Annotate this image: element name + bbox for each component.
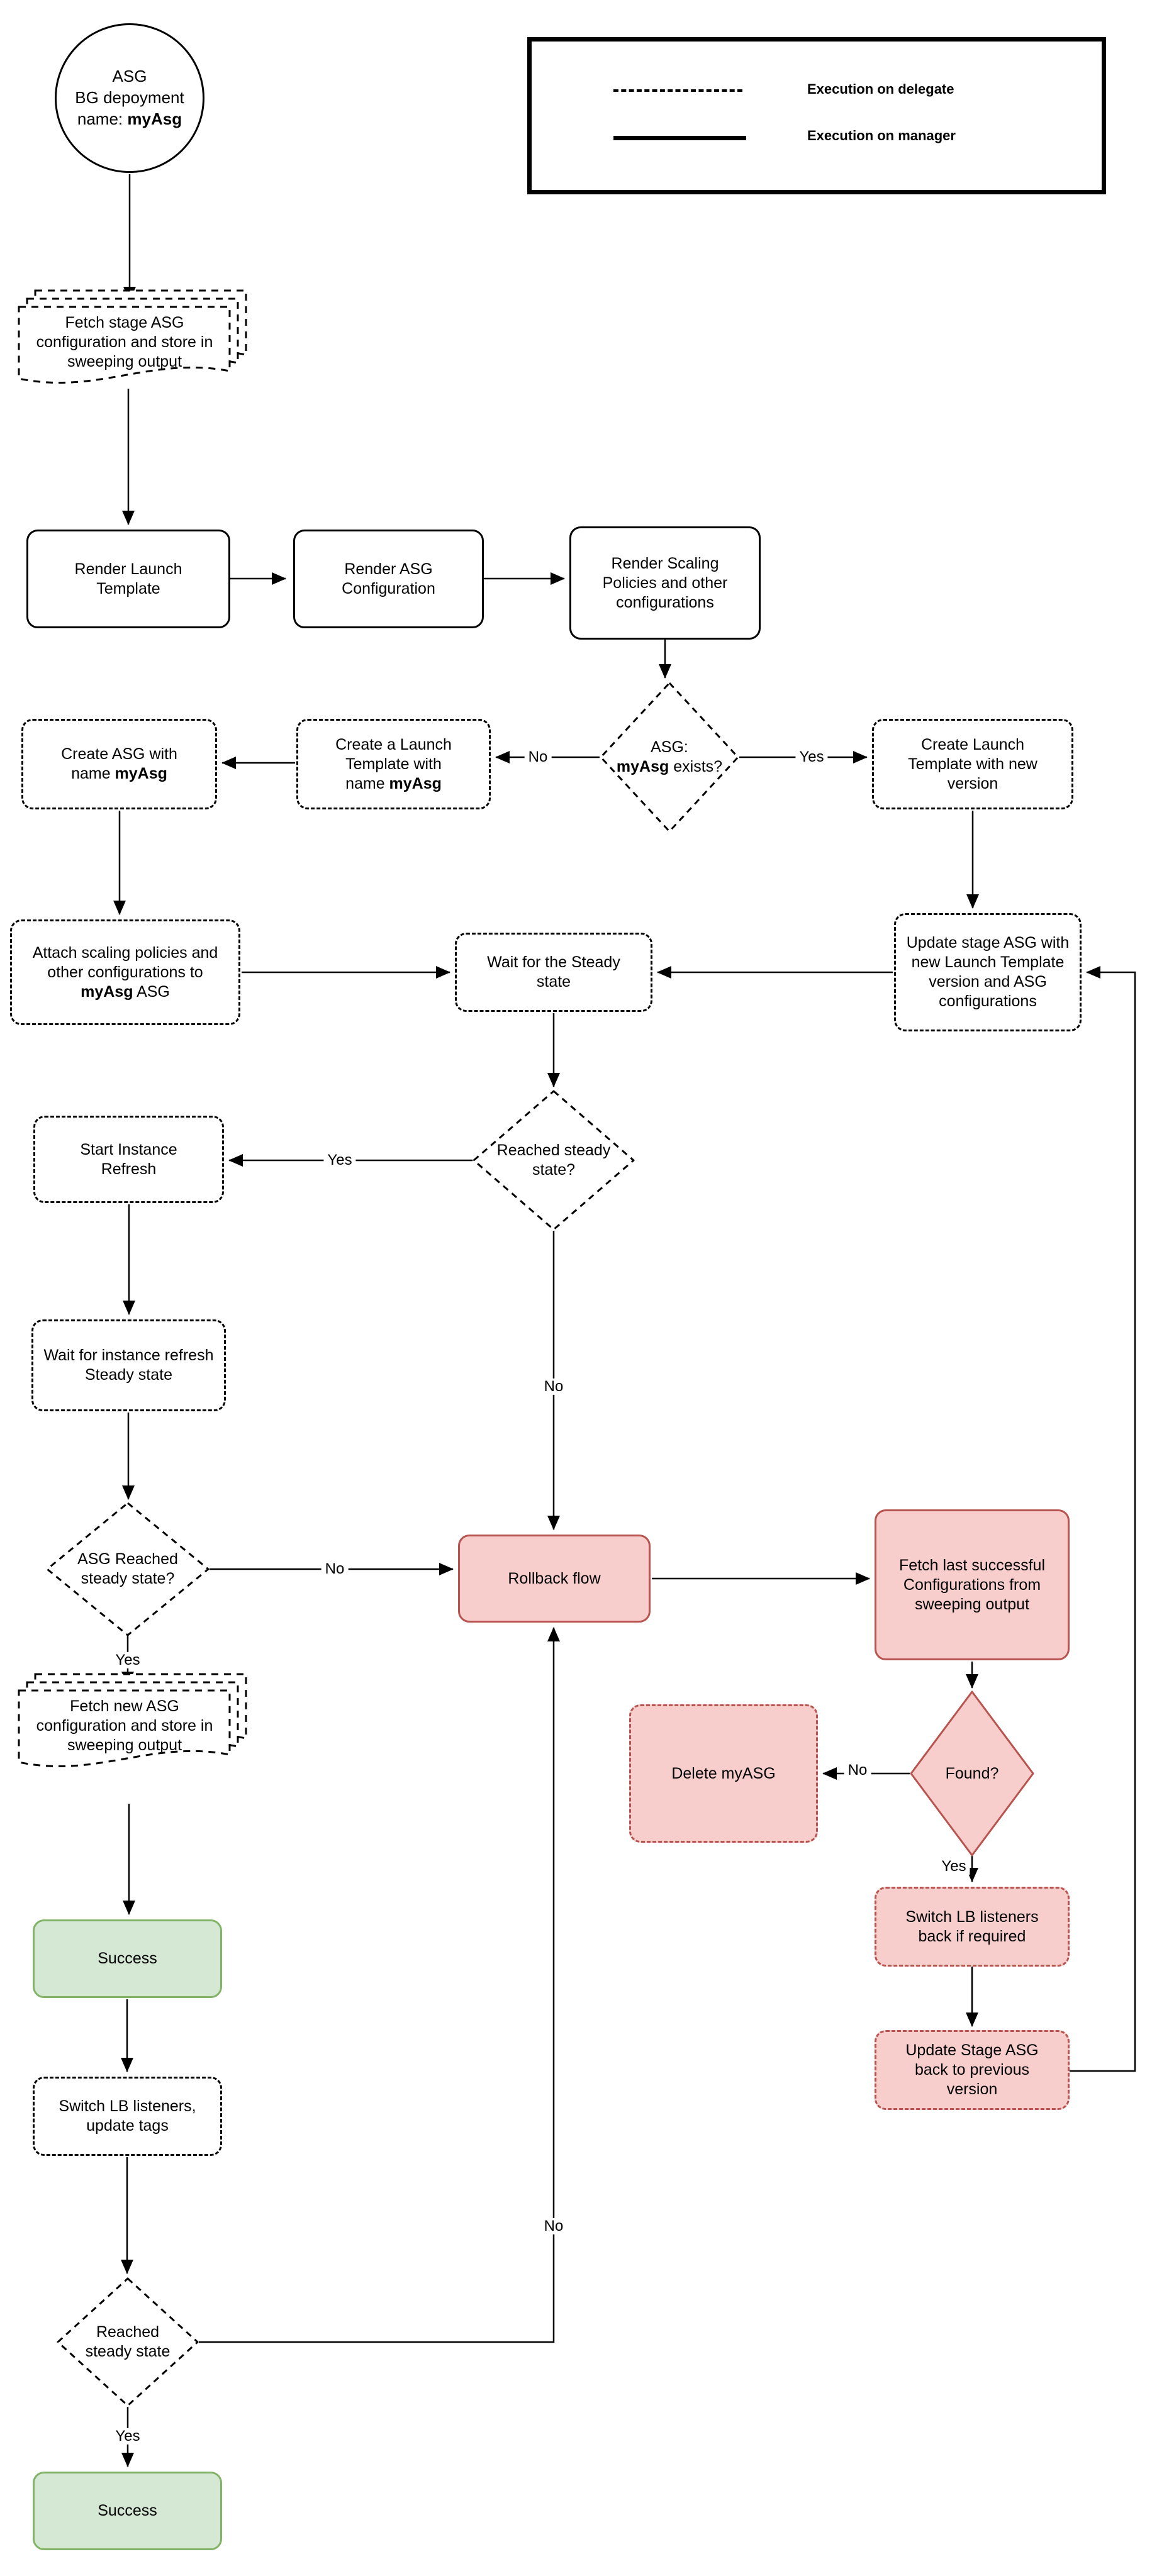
decision-reached-steady-label: Reached steady state? (496, 1141, 611, 1179)
decision-asg-exists-shape (600, 682, 739, 833)
node-update-stage-asg: Update stage ASG with new Launch Templat… (894, 913, 1082, 1031)
label-asg-reached-yes: Yes (111, 1652, 144, 1669)
node-fetch-new-config: Fetch new ASG configuration and store in… (36, 1697, 213, 1754)
decision-final-steady-shape (57, 2277, 199, 2407)
decision-asg-exists-label: ASG: myAsg exists? (616, 738, 723, 775)
decision-asg-reached-steady-shape (46, 1502, 210, 1636)
fetch-new-doc (18, 1689, 231, 1767)
node-switch-lb-listeners-back: Switch LB listeners back if required (875, 1887, 1070, 1967)
node-success-final: Success (33, 2472, 222, 2550)
node-wait-instance-refresh: Wait for instance refresh Steady state (31, 1319, 226, 1411)
solid-line-sample (613, 136, 746, 140)
decision-reached-steady-shape (473, 1090, 635, 1231)
node-fetch-stage-config: Fetch stage ASG configuration and store … (36, 313, 213, 370)
label-found-no: No (844, 1762, 871, 1779)
node-fetch-last-successful-config: Fetch last successful Configurations fro… (875, 1509, 1070, 1660)
node-attach-scaling-policies: Attach scaling policies and other config… (10, 919, 240, 1025)
decision-asg-reached-steady-label: ASG Reached steady state? (77, 1550, 178, 1587)
label-reached-yes: Yes (323, 1152, 356, 1169)
node-render-asg-configuration: Render ASG Configuration (293, 530, 484, 628)
node-render-scaling-policies: Render Scaling Policies and other config… (569, 526, 761, 640)
label-final-no: No (540, 2218, 568, 2235)
node-switch-lb-listeners-update-tags: Switch LB listeners, update tags (33, 2077, 222, 2156)
decision-found-label: Found? (945, 1764, 999, 1782)
edge-update-back-loop (1070, 966, 1136, 2072)
label-found-yes: Yes (937, 1858, 970, 1875)
node-update-stage-asg-back: Update Stage ASG back to previous versio… (875, 2030, 1070, 2110)
start-terminator-label: ASG BG depoyment name: myAsg (75, 67, 184, 128)
node-success: Success (33, 1919, 222, 1998)
start-terminator: ASG BG depoyment name: myAsg (55, 23, 204, 173)
label-exists-yes: Yes (795, 748, 828, 766)
label-reached-no: No (540, 1378, 568, 1396)
label-exists-no: No (524, 748, 552, 766)
node-create-launch-template-new-version: Create Launch Template with new version (872, 719, 1073, 809)
edge-final-no-loop (199, 1627, 560, 2343)
decision-final-steady-label: Reached steady state (85, 2323, 171, 2360)
node-create-asg-myasg: Create ASG with name myAsg (21, 719, 217, 809)
label-final-yes: Yes (111, 2428, 144, 2445)
label-asg-reached-no: No (321, 1560, 349, 1578)
fetch-stage-doc (18, 306, 231, 384)
node-rollback-flow: Rollback flow (458, 1535, 651, 1623)
legend-delegate-label: Execution on delegate (807, 81, 954, 97)
legend: Execution on delegate Execution on manag… (527, 37, 1106, 194)
dashed-line-sample (613, 89, 742, 92)
node-render-launch-template: Render Launch Template (26, 530, 230, 628)
decision-found-shape (910, 1690, 1034, 1857)
node-wait-for-steady-state: Wait for the Steady state (455, 933, 652, 1012)
node-delete-myasg: Delete myASG (629, 1704, 818, 1843)
legend-manager-label: Execution on manager (807, 128, 956, 143)
node-create-launch-template-myasg: Create a Launch Template with name myAsg (296, 719, 491, 809)
node-start-instance-refresh: Start Instance Refresh (33, 1116, 224, 1203)
